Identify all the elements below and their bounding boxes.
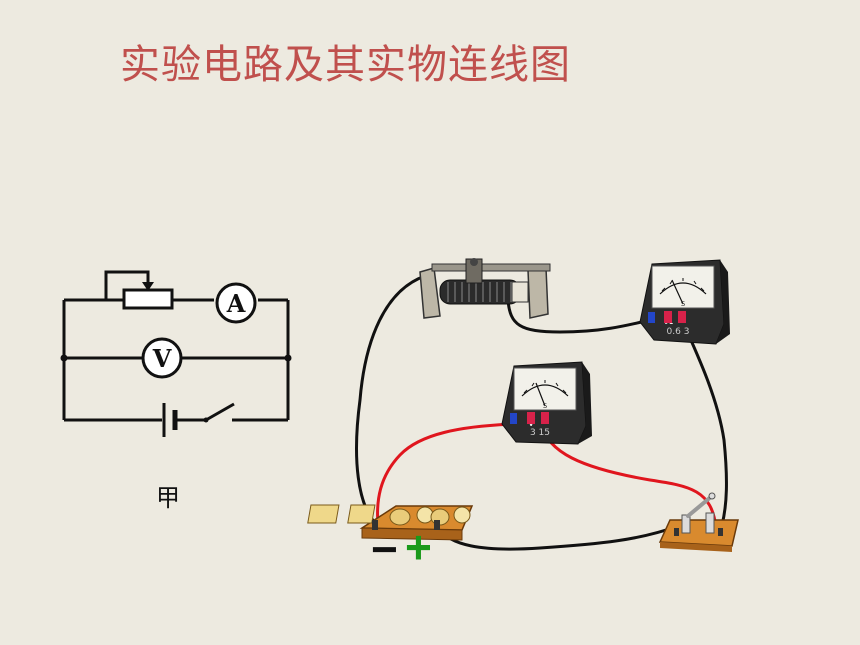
page-title: 实验电路及其实物连线图 (120, 42, 571, 88)
battery-negative-sign: − (371, 523, 398, 575)
ammeter-symbol: A (215, 282, 257, 324)
voltmeter-apparatus: S V 3 15 (501, 361, 592, 445)
figure-caption: 甲 (156, 484, 180, 512)
junction-dot-left (60, 354, 68, 362)
ammeter-apparatus: S A 0.6 3 (639, 259, 730, 345)
wire-voltmeter-to-battery (376, 422, 518, 526)
wire-ammeter-to-switch (680, 318, 728, 527)
wire-rheostat-to-ammeter (506, 298, 652, 334)
rheostat-symbol (104, 270, 174, 310)
ammeter-scale: 0.6 3 (667, 327, 690, 337)
battery-positive-sign: + (405, 521, 432, 573)
rheostat-apparatus (419, 258, 551, 319)
wire-battery-to-switch (436, 524, 680, 551)
ammeter-symbol-label: A (226, 289, 246, 318)
junction-dot-right (284, 354, 292, 362)
ammeter-unit-mark: S (681, 300, 686, 308)
switch-apparatus (658, 492, 739, 552)
wire-rheostat-to-battery (355, 274, 427, 526)
voltmeter-symbol-label: V (152, 344, 172, 373)
battery-apparatus (307, 504, 474, 541)
black-wires (355, 274, 728, 551)
voltmeter-unit-mark: S (543, 402, 548, 410)
battery-symbol (162, 403, 178, 437)
switch-symbol (203, 402, 235, 423)
voltmeter-scale: 3 15 (530, 428, 550, 438)
voltmeter-symbol: V (141, 337, 183, 379)
